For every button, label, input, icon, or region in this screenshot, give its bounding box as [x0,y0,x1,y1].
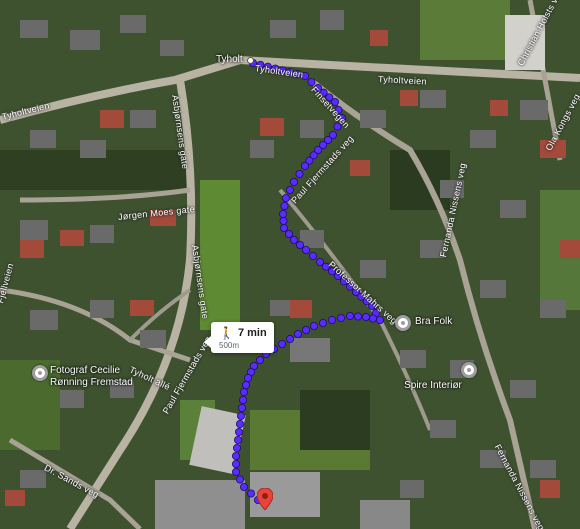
route-dot [278,209,287,218]
place-dot-icon [247,57,254,64]
route-dot [289,235,298,244]
route-dot [277,339,286,348]
route-dot [295,169,304,178]
route-dot [362,297,371,306]
route-dot [237,403,246,412]
route-dot [239,482,248,491]
route-dot [295,240,304,249]
walking-icon: 🚶 [219,326,234,340]
route-dot [279,223,288,232]
place-pin-icon [461,362,477,378]
route-dot [333,271,342,280]
poi-fotograf-cecilie[interactable]: Fotograf Cecilie Rønning Fremstad [32,365,160,389]
route-dot [241,380,250,389]
route-dot [309,321,318,330]
route-dot [337,114,346,123]
route-dot [321,262,330,271]
route-dot [238,395,247,404]
route-dot [285,334,294,343]
place-pin-icon [395,315,411,331]
route-dot [243,373,252,382]
route-dot [308,251,317,260]
route-dot [327,267,336,276]
route-dot [234,427,243,436]
route-dot [313,145,322,154]
route-dot [231,467,240,476]
route-dot [328,130,337,139]
route-dot [285,185,294,194]
route-dot [318,140,327,149]
route-dot [278,66,287,75]
route-dot [353,312,362,321]
route-dot [256,60,265,69]
route-dot [301,245,310,254]
route-dot [255,355,264,364]
route-dot [336,313,345,322]
route-info-box[interactable]: 🚶 7 min 500m [204,322,274,353]
route-dot [307,78,316,87]
info-box-pointer [204,336,211,348]
route-dot [345,282,354,291]
route-dot [301,325,310,334]
route-dot [271,64,280,73]
route-dot [286,68,295,77]
route-dot [315,257,324,266]
route-dot [293,329,302,338]
route-dot [300,161,309,170]
route-dot [263,62,272,71]
route-dot [246,489,255,498]
route-dot [239,387,248,396]
destination-pin-icon[interactable] [257,488,273,510]
route-dot [309,151,318,160]
poi-label: Fotograf Cecilie Rønning Fremstad [50,365,133,388]
route-dot [345,311,354,320]
route-dot [233,435,242,444]
place-name-tyholt[interactable]: Tyholt [216,54,243,65]
poi-spire-interior[interactable]: Spire Interiør [404,362,477,392]
poi-label: Spire Interiør [404,380,462,391]
route-dot [300,72,309,81]
route-dot [280,201,289,210]
route-dot [232,443,241,452]
poi-bra-folk[interactable]: Bra Folk [395,315,453,331]
route-distance: 500m [219,341,240,350]
route-dot [289,177,298,186]
route-dot [368,314,377,323]
route-dot [281,193,290,202]
route-dot [231,451,240,460]
route-dot [293,70,302,79]
route-dot [319,88,328,97]
route-duration: 7 min [237,327,267,339]
route-dot [235,475,244,484]
route-dot [339,277,348,286]
route-dot [305,156,314,165]
route-dot [236,411,245,420]
route-dot [325,93,334,102]
route-dot [357,292,366,301]
route-dot [313,84,322,93]
route-dot [334,106,343,115]
route-dot [327,315,336,324]
route-dot [361,312,370,321]
place-pin-icon [32,365,48,381]
route-dot [231,459,240,468]
route-dot [279,216,288,225]
route-dot [235,419,244,428]
route-dot [351,287,360,296]
poi-label: Bra Folk [415,316,453,327]
route-dot [333,122,342,131]
route-dot [367,301,376,310]
route-dot [323,135,332,144]
route-dot [284,229,293,238]
route-dot [330,98,339,107]
route-dot [318,318,327,327]
